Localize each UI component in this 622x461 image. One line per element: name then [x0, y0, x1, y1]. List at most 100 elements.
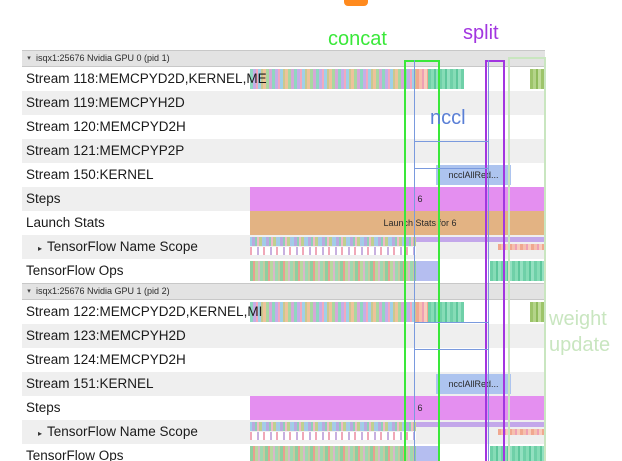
- timeline-track[interactable]: [250, 139, 545, 163]
- timeline-row[interactable]: 6 Steps: [22, 396, 545, 420]
- timeline-row[interactable]: Stream 124:MEMCPYD2H: [22, 348, 545, 372]
- row-label-mask: [22, 300, 250, 324]
- annotation-label-weight-update-line2: update: [549, 334, 611, 356]
- timeline-track[interactable]: 6: [250, 396, 545, 420]
- timeline-bar: [250, 69, 416, 89]
- row-label-text: Stream 123:MEMCPYH2D: [26, 328, 186, 343]
- trace-viewer-panel[interactable]: ▾ isqx1:25676 Nvidia GPU 0 (pid 1) Stream …: [22, 50, 545, 461]
- row-label-mask: [22, 211, 250, 235]
- timeline-bar: [498, 244, 545, 250]
- group-header-label: isqx1:25676 Nvidia GPU 0 (pid 1): [36, 53, 170, 63]
- namescope-span-bar[interactable]: [416, 422, 545, 427]
- row-label: Stream 121:MEMCPYP2P: [26, 139, 184, 163]
- row-label: Stream 124:MEMCPYD2H: [26, 348, 186, 372]
- timeline-row[interactable]: 6 Steps: [22, 187, 545, 211]
- row-label-mask: [22, 91, 250, 115]
- timeline-track[interactable]: ncclAllRed...: [250, 163, 545, 187]
- timeline-track[interactable]: [250, 420, 545, 444]
- timeline-row[interactable]: ncclAllRed... Stream 150:KERNEL: [22, 163, 545, 187]
- timeline-bar: [250, 446, 416, 461]
- timeline-bar: [490, 446, 545, 461]
- row-expand-caret-icon[interactable]: ▸: [38, 244, 43, 253]
- timeline-row[interactable]: Stream 120:MEMCPYD2H: [22, 115, 545, 139]
- row-label: Stream 123:MEMCPYH2D: [26, 324, 186, 348]
- timeline-row[interactable]: Launch Stats for 6 Launch Stats: [22, 211, 545, 235]
- timeline-bar: [250, 422, 416, 431]
- group-header-label: isqx1:25676 Nvidia GPU 1 (pid 2): [36, 286, 170, 296]
- row-label-text: Launch Stats: [26, 215, 105, 230]
- group-header[interactable]: ▾ isqx1:25676 Nvidia GPU 1 (pid 2): [22, 283, 545, 300]
- timeline-track[interactable]: [250, 235, 545, 259]
- row-label-text: Stream 118:MEMCPYD2D,KERNEL,ME: [26, 71, 267, 86]
- nccl-allreduce-bar[interactable]: [436, 374, 511, 394]
- timeline-track[interactable]: [250, 259, 545, 283]
- annotation-label-split: split: [463, 22, 499, 44]
- annotation-label-weight-update-line1: weight: [549, 308, 607, 330]
- row-label-mask: [22, 67, 250, 91]
- row-expand-caret-icon[interactable]: ▸: [38, 429, 43, 438]
- nccl-allreduce-bar[interactable]: [436, 165, 511, 185]
- timeline-track[interactable]: [250, 91, 545, 115]
- timeline-row[interactable]: TensorFlow Ops: [22, 259, 545, 283]
- timeline-bar: [428, 69, 464, 89]
- row-label: TensorFlow Ops: [26, 259, 124, 283]
- row-label: Steps: [26, 396, 61, 420]
- timeline-row[interactable]: TensorFlow Ops: [22, 444, 545, 461]
- row-label: ▸ TensorFlow Name Scope: [38, 235, 198, 259]
- timeline-track[interactable]: [250, 115, 545, 139]
- row-label-mask: [22, 420, 250, 444]
- row-label: Stream 120:MEMCPYD2H: [26, 115, 186, 139]
- timeline-track[interactable]: [250, 324, 545, 348]
- launch-stats-bar-label: Launch Stats for 6: [383, 218, 457, 228]
- nccl-allreduce-bar-label: ncclAllRed...: [448, 379, 499, 389]
- group-caret-icon[interactable]: ▾: [27, 55, 31, 62]
- timeline-row[interactable]: Stream 119:MEMCPYH2D: [22, 91, 545, 115]
- group-header[interactable]: ▾ isqx1:25676 Nvidia GPU 0 (pid 1): [22, 50, 545, 67]
- timeline-row[interactable]: Stream 123:MEMCPYH2D: [22, 324, 545, 348]
- timeline-track[interactable]: [250, 300, 545, 324]
- timeline-row[interactable]: ncclAllRed... Stream 151:KERNEL: [22, 372, 545, 396]
- ops-span-bar[interactable]: [416, 446, 438, 461]
- timeline-track[interactable]: [250, 348, 545, 372]
- row-label-mask: [22, 444, 250, 461]
- timeline-row[interactable]: Stream 121:MEMCPYP2P: [22, 139, 545, 163]
- steps-bar[interactable]: [250, 187, 545, 211]
- timeline-row[interactable]: ▸ TensorFlow Name Scope: [22, 420, 545, 444]
- row-label-mask: [22, 348, 250, 372]
- row-label: Stream 151:KERNEL: [26, 372, 154, 396]
- steps-bar[interactable]: [250, 396, 545, 420]
- row-label-text: TensorFlow Ops: [26, 263, 124, 278]
- ops-span-bar[interactable]: [416, 261, 438, 281]
- row-label-text: TensorFlow Ops: [26, 448, 124, 461]
- timeline-track[interactable]: Launch Stats for 6: [250, 211, 545, 235]
- timeline-row[interactable]: Stream 118:MEMCPYD2D,KERNEL,ME: [22, 67, 545, 91]
- timeline-bar: [530, 69, 545, 89]
- row-label-text: Stream 122:MEMCPYD2D,KERNEL,MI: [26, 304, 263, 319]
- row-label-mask: [22, 187, 250, 211]
- row-label: Steps: [26, 187, 61, 211]
- row-label-mask: [22, 259, 250, 283]
- timeline-track[interactable]: ncclAllRed...: [250, 372, 545, 396]
- timeline-track[interactable]: [250, 67, 545, 91]
- timeline-track[interactable]: 6: [250, 187, 545, 211]
- timeline-row[interactable]: Stream 122:MEMCPYD2D,KERNEL,MI: [22, 300, 545, 324]
- row-label-text: Stream 120:MEMCPYD2H: [26, 119, 186, 134]
- row-label: TensorFlow Ops: [26, 444, 124, 461]
- row-label-text: Stream 124:MEMCPYD2H: [26, 352, 186, 367]
- row-label-text: TensorFlow Name Scope: [47, 424, 198, 439]
- annotation-label-nccl: nccl: [430, 107, 466, 129]
- timeline-track[interactable]: [250, 444, 545, 461]
- group-caret-icon[interactable]: ▾: [27, 288, 31, 295]
- timeline-bar: [250, 261, 416, 281]
- row-label-text: TensorFlow Name Scope: [47, 239, 198, 254]
- timeline-row[interactable]: ▸ TensorFlow Name Scope: [22, 235, 545, 259]
- namescope-span-bar[interactable]: [416, 237, 545, 242]
- row-label: Launch Stats: [26, 211, 105, 235]
- timeline-bar: [428, 302, 464, 322]
- row-label: Stream 150:KERNEL: [26, 163, 154, 187]
- row-label-text: Stream 150:KERNEL: [26, 167, 154, 182]
- launch-stats-bar[interactable]: [250, 211, 545, 235]
- row-label-mask: [22, 324, 250, 348]
- row-label: Stream 119:MEMCPYH2D: [26, 91, 185, 115]
